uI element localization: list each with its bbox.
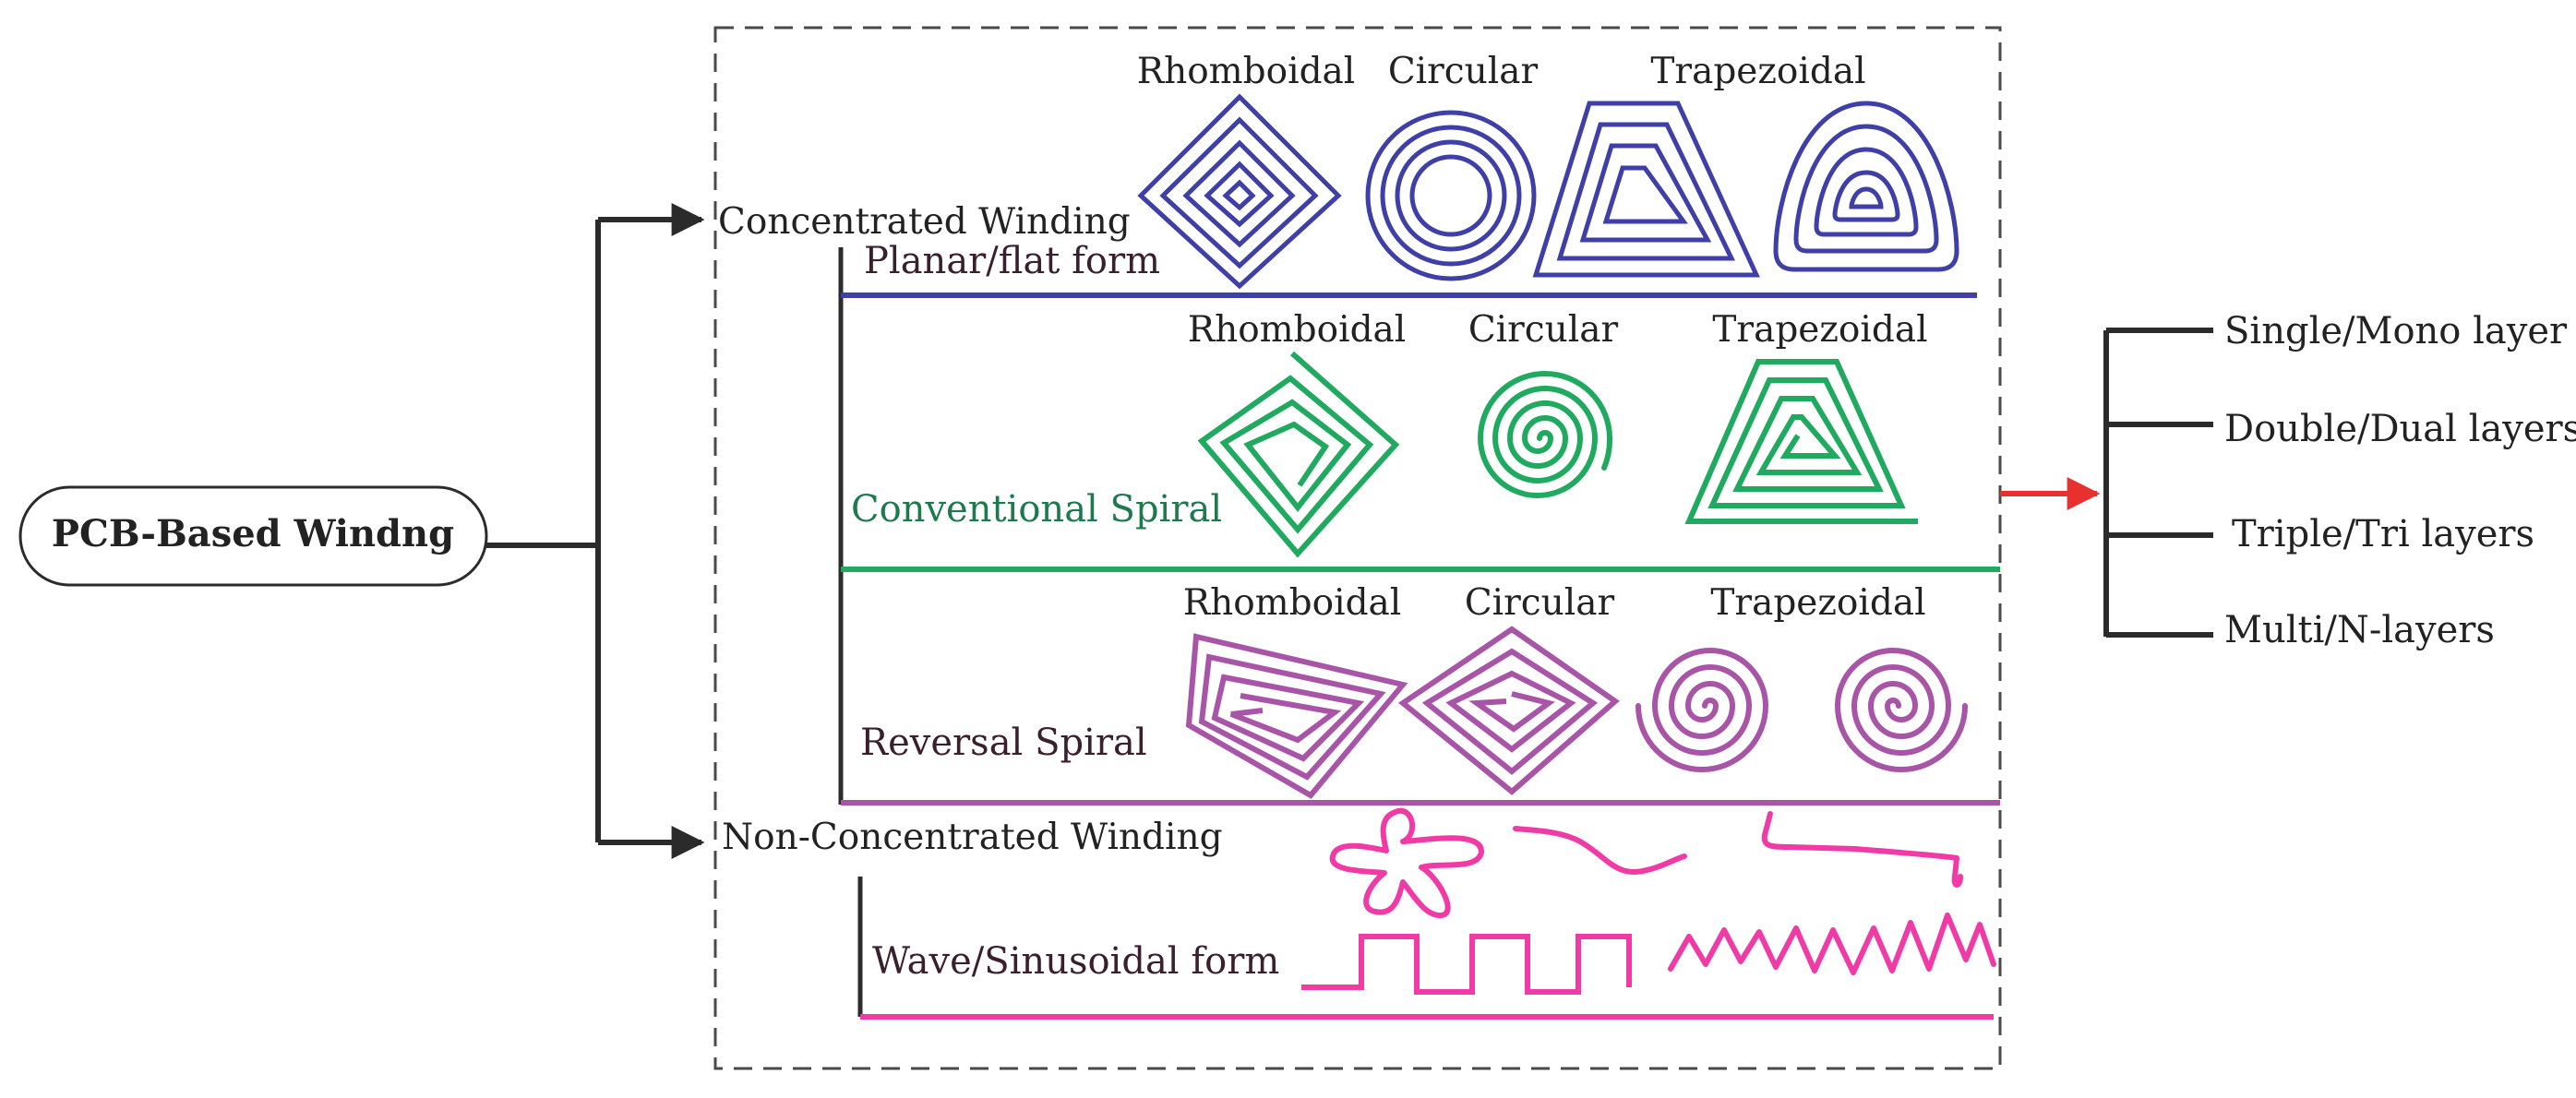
root-node-box: [18, 485, 488, 587]
planar-trapezoidal-coil-icon: [1532, 101, 1760, 278]
root-node-label: PCB-Based Windng: [52, 512, 454, 555]
planar-rounded-trapezoidal-coil-icon: [1773, 101, 1959, 272]
planar-rhomboidal-coil-icon: [1137, 93, 1342, 290]
dashed-frame: [713, 26, 2002, 1070]
layer-double-label: Double/Dual layers: [2224, 408, 2576, 450]
row-label-conventional-spiral: Conventional Spiral: [851, 488, 1222, 531]
row-label-wave-sinusoidal: Wave/Sinusoidal form: [872, 940, 1279, 983]
wave-squiggle-trace-icon: [1513, 826, 1687, 875]
planar-circular-caption: Circular: [1388, 51, 1539, 92]
reversal-double-circular-spiral-icon: [1635, 648, 1968, 772]
conventional-circular-spiral-icon: [1477, 371, 1613, 498]
reversal-rhomboidal-caption: Rhomboidal: [1183, 582, 1402, 624]
conventional-rhomboidal-spiral-icon: [1197, 351, 1400, 558]
planar-circular-coil-icon: [1365, 110, 1537, 281]
layer-multi-label: Multi/N-layers: [2224, 609, 2495, 651]
row-label-planar: Planar/flat form: [864, 240, 1160, 282]
reversal-rhomboidal-spiral-icon: [1185, 633, 1408, 799]
planar-trapezoidal-caption: Trapezoidal: [1650, 51, 1865, 92]
layer-single-label: Single/Mono layer: [2224, 310, 2568, 352]
wave-square-trace-icon: [1301, 934, 1632, 995]
non-concentrated-winding-label: Non-Concentrated Winding: [722, 817, 1223, 858]
root-connectors: [486, 203, 705, 859]
conventional-trapezoidal-spiral-icon: [1684, 359, 1918, 524]
reversal-trapezoidal-caption: Trapezoidal: [1710, 582, 1925, 624]
reversal-circular-caption: Circular: [1465, 582, 1615, 624]
planar-rhomboidal-caption: Rhomboidal: [1137, 51, 1356, 92]
row-label-reversal-spiral: Reversal Spiral: [860, 722, 1147, 764]
conventional-circular-caption: Circular: [1468, 309, 1619, 351]
concentrated-winding-label: Concentrated Winding: [718, 201, 1131, 243]
layers-bracket: [2103, 328, 2213, 638]
wave-flower-trace-icon: [1329, 807, 1485, 918]
wave-sinusoidal-trace-icon: [1668, 913, 1996, 975]
layer-triple-label: Triple/Tri layers: [2232, 513, 2534, 555]
wave-hook-trace-icon: [1761, 811, 1963, 888]
reversal-circular-rhomboid-spiral-icon: [1397, 626, 1620, 795]
conventional-trapezoidal-caption: Trapezoidal: [1712, 309, 1927, 351]
conventional-rhomboidal-caption: Rhomboidal: [1188, 309, 1407, 351]
